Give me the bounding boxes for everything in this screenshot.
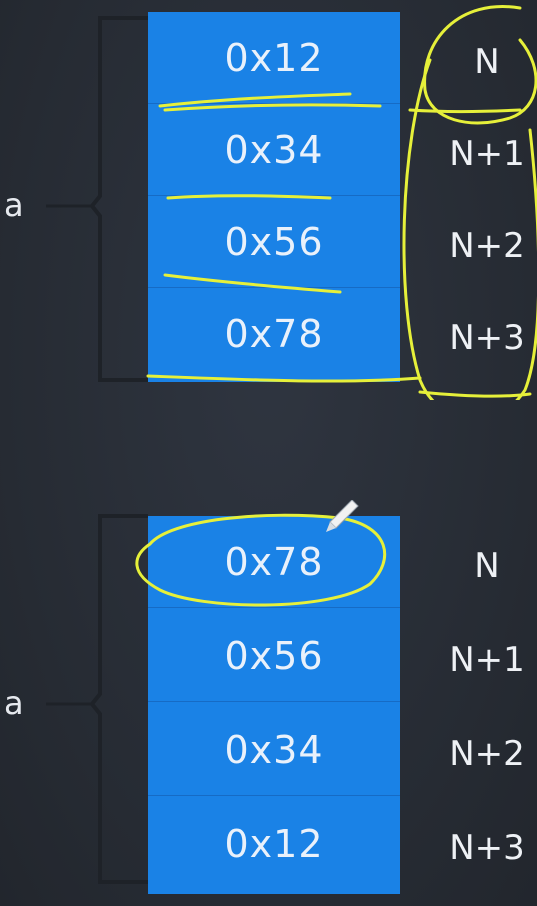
memory-cell: 0x78 [224,312,324,356]
memory-cell: 0x78 [148,516,400,608]
variable-label: a [4,186,24,224]
memory-cell: 0x34 [148,704,400,796]
address-label: N+3 [449,828,525,868]
memory-cell: 0x12 [148,12,400,104]
memory-cell: 0x56 [148,196,400,288]
address-label: N [474,42,500,82]
bottom-memory-block: a 0x78 0x56 0x34 0x12 N N+1 N+2 N+3 [0,500,537,906]
memory-cell: 0x12 [224,822,324,866]
address-label: N+1 [449,134,525,174]
address-label: N [474,546,500,586]
memory-cell: 0x56 [148,610,400,702]
address-label: N+2 [449,226,525,266]
memory-cell: 0x34 [148,104,400,196]
variable-label: a [4,684,24,722]
top-memory-block: a 0x12 0x34 0x56 0x78 N N+1 N+2 N+3 [0,0,537,400]
address-label: N+3 [449,318,525,358]
address-label: N+1 [449,640,525,680]
address-label: N+2 [449,734,525,774]
memory-column: 0x78 0x56 0x34 0x12 [148,516,400,894]
memory-column: 0x12 0x34 0x56 0x78 [148,12,400,382]
